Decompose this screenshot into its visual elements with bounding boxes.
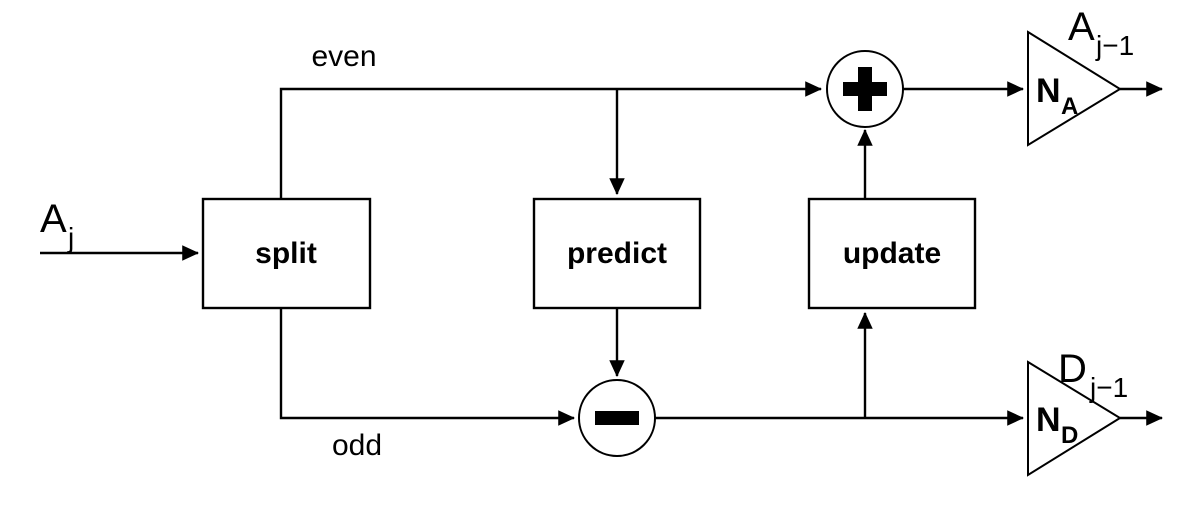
update-label: update xyxy=(843,237,941,270)
wire-split-even-to-adder xyxy=(279,81,823,198)
gain-a-triangle[interactable] xyxy=(1027,30,1122,147)
minus-operator-node[interactable] xyxy=(578,379,656,457)
split-box[interactable] xyxy=(201,197,372,310)
odd-branch-label: odd xyxy=(332,429,382,462)
minus-icon-bar xyxy=(595,411,639,425)
predict-label: predict xyxy=(567,237,667,270)
input-signal-main: A xyxy=(40,197,67,241)
signal-label-output-detail: D j−1 xyxy=(1058,347,1128,403)
gain-a-main-label: N xyxy=(1036,72,1061,110)
block-update[interactable]: update xyxy=(807,197,977,310)
wire-split-odd-to-subtractor xyxy=(279,308,576,426)
gain-d-sub-label: D xyxy=(1061,422,1078,449)
update-box[interactable] xyxy=(807,197,977,310)
gain-d-main-label: N xyxy=(1036,401,1061,439)
block-split[interactable]: split xyxy=(201,197,372,310)
signal-label-input: A j xyxy=(40,197,74,253)
output-detail-subscript: j−1 xyxy=(1089,372,1128,403)
output-detail-main: D xyxy=(1058,347,1087,391)
output-approx-subscript: j−1 xyxy=(1095,30,1134,61)
plus-operator-node[interactable] xyxy=(826,50,904,128)
gain-d-triangle[interactable] xyxy=(1027,360,1122,477)
wires xyxy=(40,81,1164,426)
signal-label-output-approx: A j−1 xyxy=(1068,5,1134,61)
even-branch-label: even xyxy=(311,40,376,73)
gain-a-sub-label: A xyxy=(1061,93,1078,120)
predict-box[interactable] xyxy=(532,197,702,310)
input-signal-subscript: j xyxy=(67,222,74,253)
split-label: split xyxy=(255,237,317,270)
block-predict[interactable]: predict xyxy=(532,197,702,310)
plus-icon-vertical-bar xyxy=(858,67,872,111)
gain-triangle-approx[interactable]: N A xyxy=(1027,30,1122,147)
gain-triangle-detail[interactable]: N D xyxy=(1027,360,1122,477)
output-approx-main: A xyxy=(1068,5,1095,49)
